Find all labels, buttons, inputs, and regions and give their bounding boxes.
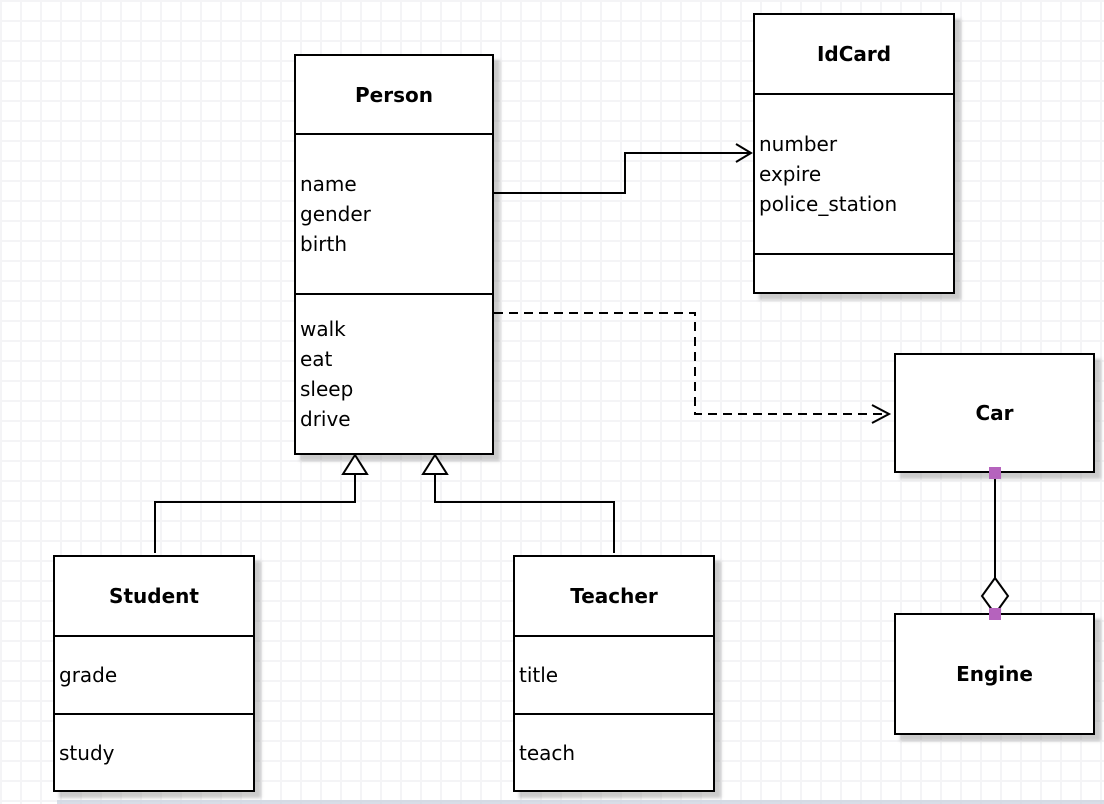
method-line: walk [300,317,346,341]
class-teacher-title: Teacher [515,557,713,637]
class-student-attributes: grade [55,637,253,715]
method-line: eat [300,347,333,371]
association-line[interactable] [494,152,750,194]
attribute-line: title [519,663,559,687]
class-engine[interactable]: Engine [894,613,1095,735]
class-student-title: Student [55,557,253,637]
class-person-attributes: name gender birth [296,135,492,295]
class-teacher-attributes: title [515,637,713,715]
hollow-triangle-icon [341,453,369,475]
generalization-student-person[interactable] [154,453,369,553]
open-arrow-icon [871,404,892,424]
window-bottom-edge [57,800,1104,804]
attribute-line: birth [300,232,347,256]
dependency-line[interactable] [494,312,886,415]
class-person[interactable]: Person name gender birth walk eat sleep … [294,54,494,455]
class-teacher-methods: teach [515,715,713,790]
method-line: teach [519,740,576,765]
association-person-idcard[interactable] [494,143,753,194]
attribute-line: police_station [759,192,898,216]
method-line: study [59,740,115,765]
method-line: drive [300,407,351,431]
class-engine-title: Engine [956,662,1033,686]
class-person-methods: walk eat sleep drive [296,295,492,453]
generalization-line[interactable] [434,474,615,553]
class-student-methods: study [55,715,253,790]
attribute-line: number [759,132,838,156]
attribute-line: grade [59,663,118,687]
aggregation-car-engine[interactable] [980,467,1010,620]
hollow-triangle-icon [421,453,449,475]
class-car-title: Car [975,401,1014,425]
class-idcard[interactable]: IdCard number expire police_station [753,13,955,294]
method-line: sleep [300,377,354,401]
dependency-person-car[interactable] [494,312,892,424]
attribute-line: name [300,172,357,196]
class-person-title: Person [296,56,492,135]
class-car[interactable]: Car [894,353,1095,473]
generalization-teacher-person[interactable] [421,453,615,553]
class-idcard-attributes: number expire police_station [755,95,953,255]
attribute-line: expire [759,162,822,186]
connection-handle-icon[interactable] [989,608,1001,620]
class-teacher[interactable]: Teacher title teach [513,555,715,792]
connection-handle-icon[interactable] [989,467,1001,479]
class-student[interactable]: Student grade study [53,555,255,792]
attribute-line: gender [300,202,371,226]
generalization-line[interactable] [154,474,356,553]
open-arrow-icon [735,143,753,163]
class-idcard-title: IdCard [755,15,953,95]
